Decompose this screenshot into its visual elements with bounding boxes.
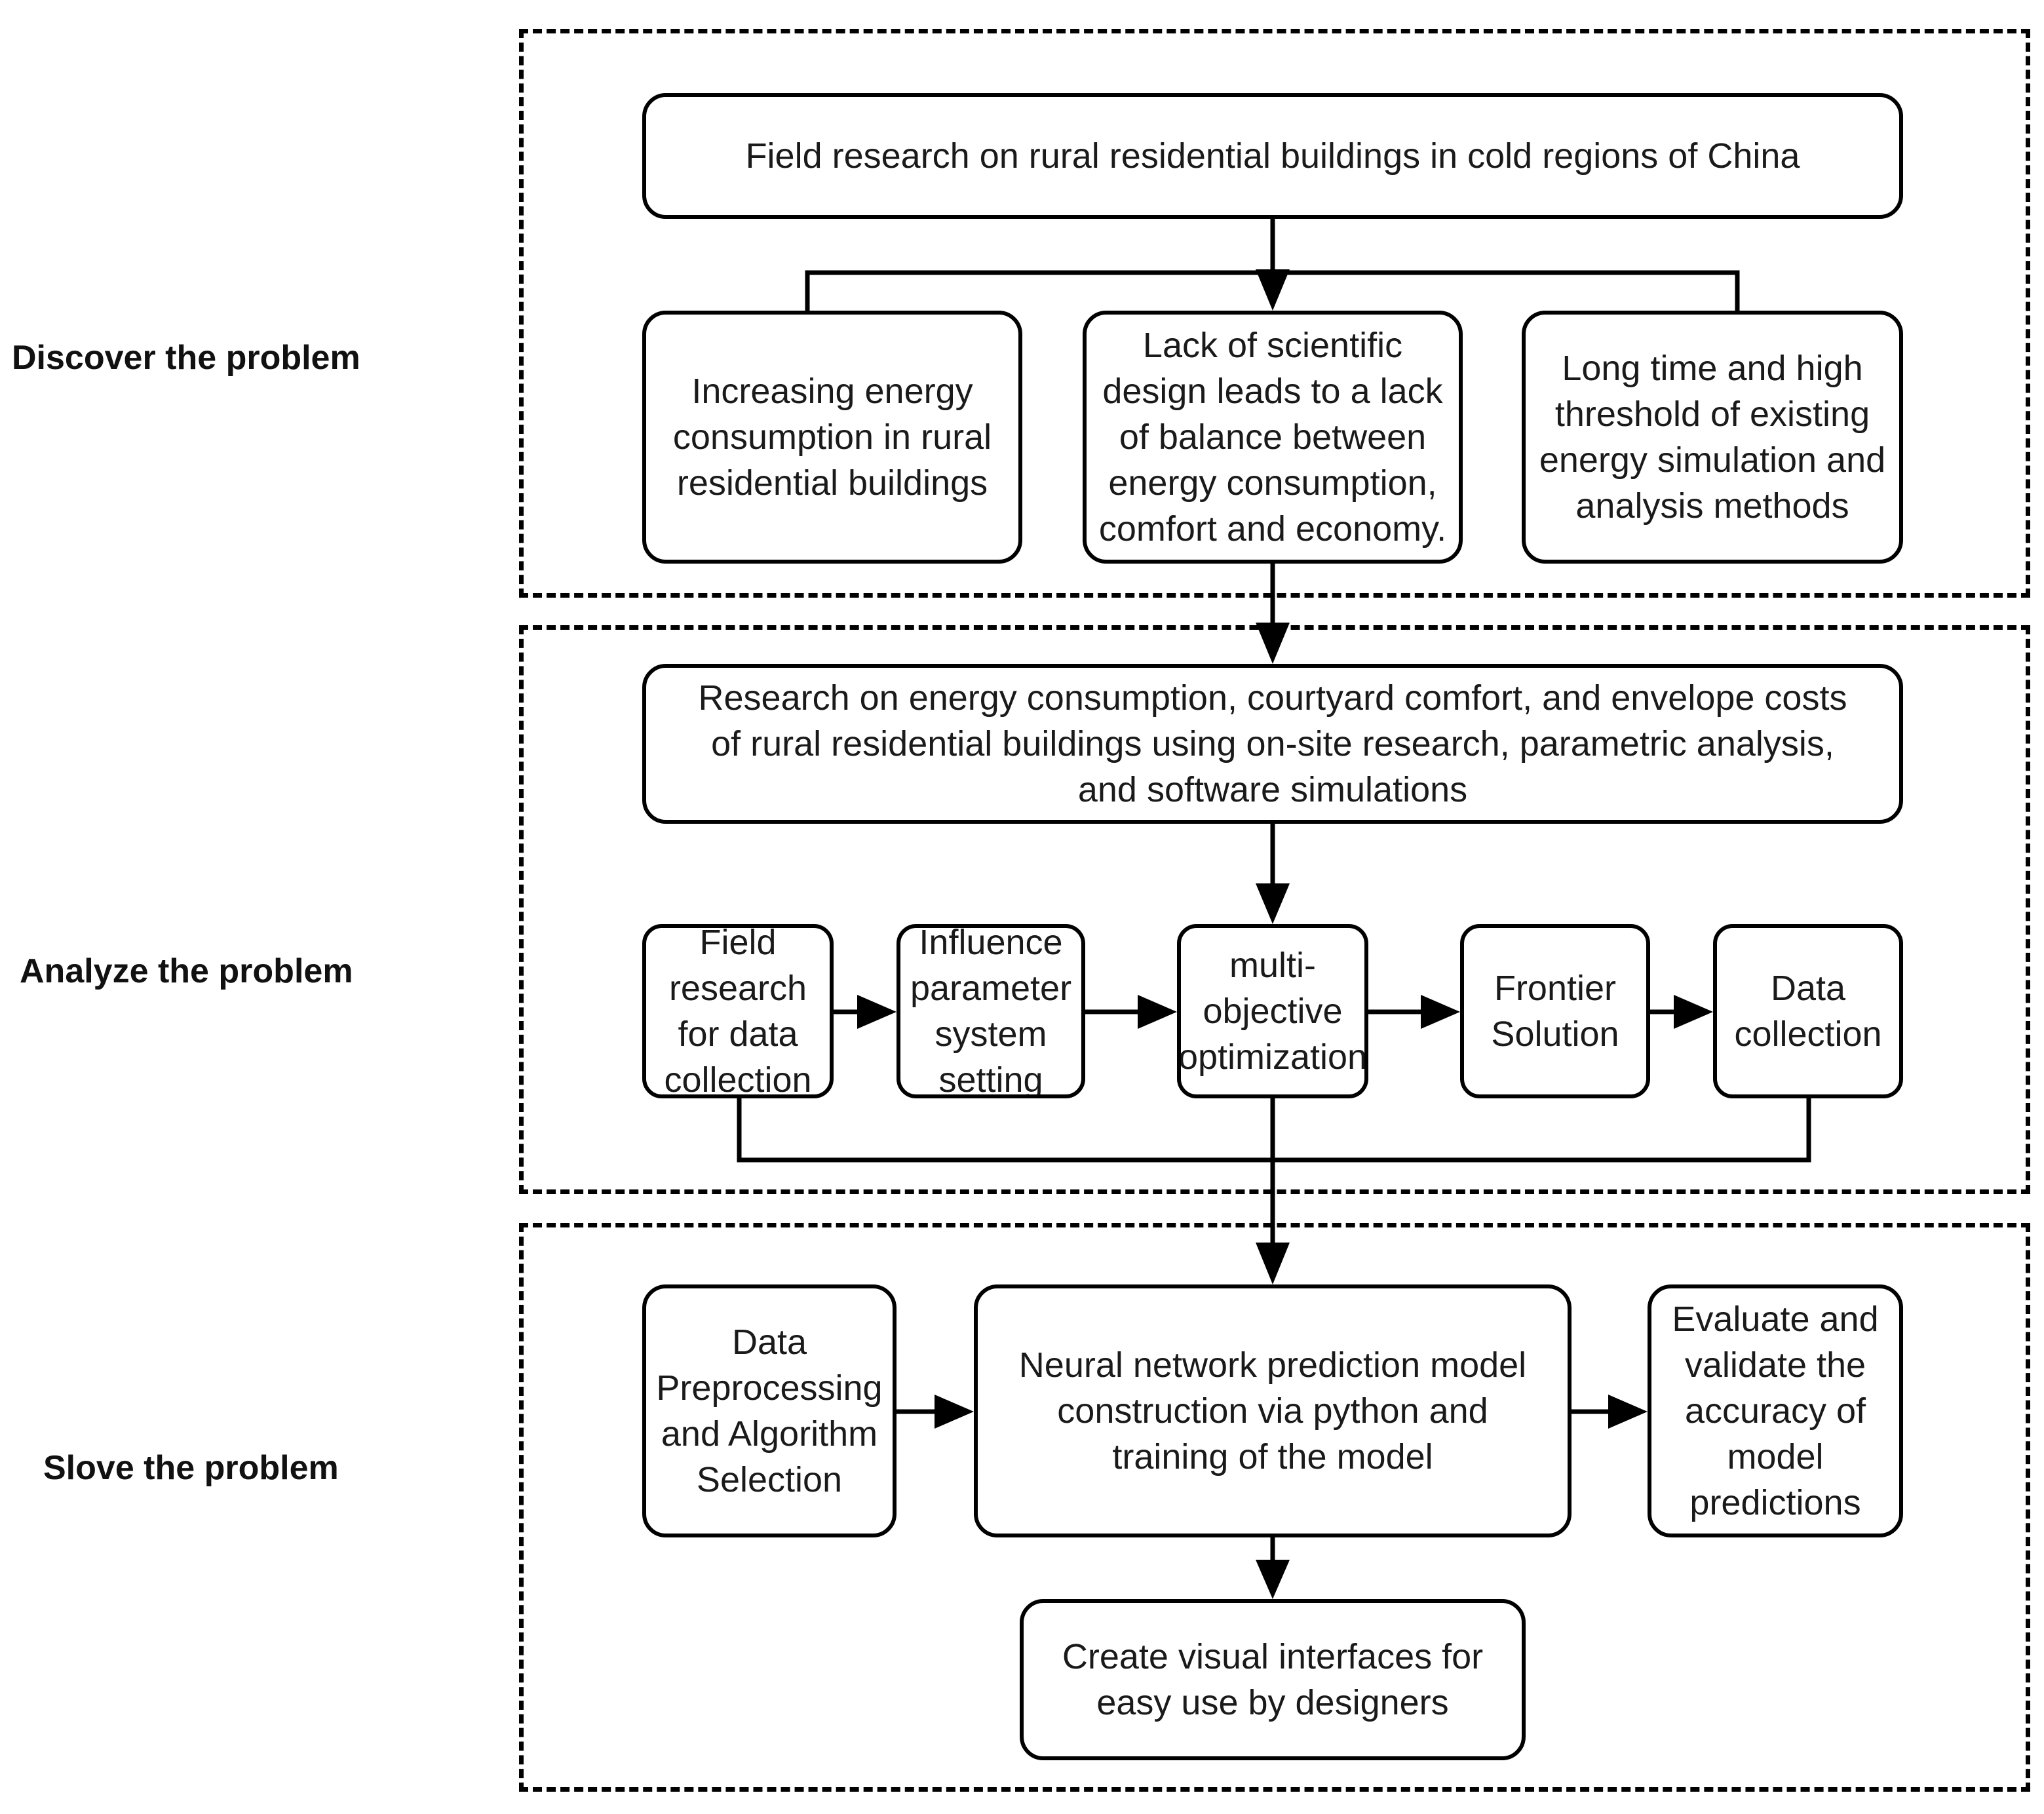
arrowhead-problems-to-research [1256, 623, 1290, 664]
visual-interface-text: Create visual interfaces for easy use by… [1062, 1637, 1484, 1722]
evaluate-accuracy-box: Evaluate and validate the accuracy of mo… [1648, 1284, 1903, 1537]
stage-label-analyze: Analyze the problem [20, 952, 353, 990]
frontier-solution-text: Frontier Solution [1491, 969, 1619, 1054]
field-research-cold-regions-text: Field research on rural residential buil… [745, 136, 1800, 176]
stage-label-discover: Discover the problem [12, 339, 360, 377]
data-preprocessing-text: Data Preprocessing and Algorithm Selecti… [656, 1322, 883, 1499]
data-preprocessing-box: Data Preprocessing and Algorithm Selecti… [642, 1284, 897, 1537]
long-time-threshold-text: Long time and high threshold of existing… [1539, 349, 1886, 526]
neural-network-model-text: Neural network prediction model construc… [1018, 1345, 1527, 1476]
influence-parameter-text: Influence parameter system setting [910, 924, 1072, 1098]
arrowhead-frontier-to-data [1674, 995, 1713, 1029]
arrowhead-multiobj-to-neural [1256, 1243, 1290, 1284]
visual-interface-box: Create visual interfaces for easy use by… [1020, 1599, 1526, 1760]
field-research-data-text: Field research for data collection [664, 924, 812, 1098]
arrowhead-preproc-to-neural [935, 1395, 974, 1429]
stage-label-solve: Slove the problem [43, 1449, 339, 1487]
discover-stage-frame [519, 29, 2030, 598]
data-collection-box: Data collection [1713, 924, 1903, 1098]
analyze-stage-frame [519, 625, 2030, 1194]
field-research-data-box: Field research for data collection [642, 924, 834, 1098]
data-collection-text: Data collection [1734, 969, 1882, 1054]
connector-branch-bar [805, 270, 1740, 311]
multi-objective-box: multi- objective optimization [1177, 924, 1368, 1098]
lack-of-design-text: Lack of scientific design leads to a lac… [1098, 326, 1447, 549]
frontier-solution-box: Frontier Solution [1460, 924, 1650, 1098]
research-energy-comfort-box: Research on energy consumption, courtyar… [642, 664, 1903, 824]
influence-parameter-box: Influence parameter system setting [897, 924, 1085, 1098]
lack-of-design-box: Lack of scientific design leads to a lac… [1083, 311, 1463, 564]
evaluate-accuracy-text: Evaluate and validate the accuracy of mo… [1672, 1300, 1879, 1522]
solve-stage-frame [519, 1223, 2030, 1792]
research-energy-comfort-text: Research on energy consumption, courtyar… [698, 678, 1847, 809]
arrowhead-research-to-multiobj [1256, 883, 1290, 924]
increasing-energy-text: Increasing energy consumption in rural r… [672, 372, 992, 503]
field-research-cold-regions-box: Field research on rural residential buil… [642, 93, 1903, 219]
neural-network-model-box: Neural network prediction model construc… [974, 1284, 1572, 1537]
long-time-threshold-box: Long time and high threshold of existing… [1522, 311, 1903, 564]
arrowhead-top-to-problems [1256, 269, 1290, 311]
arrowhead-influence-to-multiobj [1138, 995, 1177, 1029]
arrowhead-neural-to-visual [1256, 1560, 1290, 1599]
increasing-energy-box: Increasing energy consumption in rural r… [642, 311, 1022, 564]
multi-objective-text: multi- objective optimization [1178, 946, 1368, 1077]
arrowhead-multiobj-to-frontier [1421, 995, 1460, 1029]
arrowhead-field-to-influence [857, 995, 897, 1029]
arrowhead-neural-to-evaluate [1608, 1395, 1648, 1429]
